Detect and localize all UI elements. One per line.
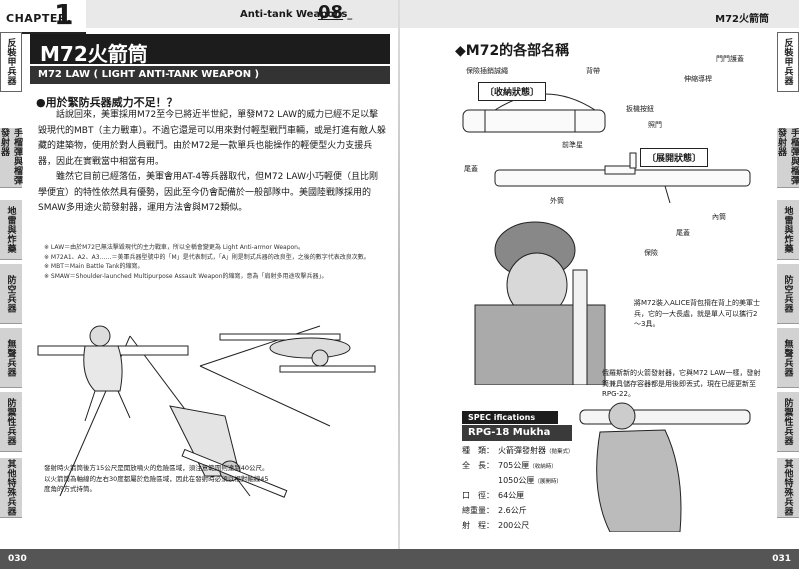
section-heading: ●用於緊防兵器威力不足！？ bbox=[36, 96, 178, 109]
label-safety: 保險 bbox=[644, 249, 658, 257]
tab-mines-right[interactable]: 地雷與炸藥 bbox=[777, 200, 799, 260]
closed-tube bbox=[462, 109, 606, 133]
tab-silent[interactable]: 無聲兵器 bbox=[0, 328, 22, 388]
label-outer-tube: 外筒 bbox=[550, 197, 564, 205]
tab-defensive-right[interactable]: 防禦性兵器 bbox=[777, 392, 799, 452]
paragraph: 雖然它目前已經落伍，美軍會用AT-4等兵器取代，但M72 LAW小巧輕便（且比刚… bbox=[38, 172, 378, 213]
tab-grenades[interactable]: 手榴彈與榴彈發射器 bbox=[0, 128, 22, 188]
soldier-backpack-illustration bbox=[474, 221, 606, 385]
chapter-label: CHAPTER. bbox=[6, 12, 72, 25]
danger-line bbox=[199, 365, 331, 427]
page-number-right: 031 bbox=[772, 554, 791, 564]
state-closed-label: 〔收納狀態〕 bbox=[478, 82, 547, 101]
left-caption: 發射時火箭筒後方15公尺是開放噴火的危險區域，須注意範圍則達到40公尺。以火箭筒… bbox=[44, 464, 269, 493]
launcher-on-back bbox=[572, 269, 588, 385]
chapter-box: CHAPTER. 1 bbox=[0, 0, 86, 34]
footnote: ※ M72A1、A2、A3……＝美軍兵器型號中的「M」是代表制式，「A」則是制式… bbox=[44, 253, 370, 261]
right-caption-1: 將M72裝入ALICE背包揹在背上的美軍士兵，它的一大長處，就是單人可以攜行2～… bbox=[634, 299, 761, 328]
spec-row: 全 長：705公厘（收納時） bbox=[462, 461, 557, 470]
footer-bar bbox=[0, 549, 799, 569]
soldier-head bbox=[608, 402, 636, 430]
label-strap: 背帶 bbox=[586, 67, 600, 75]
spec-row: 1050公厘（展開時） bbox=[498, 476, 562, 485]
tab-air-defense-right[interactable]: 防空兵器 bbox=[777, 264, 799, 324]
chapter-number: 1 bbox=[54, 0, 74, 31]
spec-badge: SPEC ifications bbox=[462, 411, 558, 424]
m72-diagram bbox=[462, 93, 751, 204]
right-header-title: M72火箭筒 bbox=[715, 14, 769, 25]
soldier-legs bbox=[84, 390, 131, 422]
tab-silent-right[interactable]: 無聲兵器 bbox=[777, 328, 799, 388]
paragraph: 話說回來，美軍採用M72至今已將近半世紀，單發M72 LAW的威力已經不足以擊毀… bbox=[38, 110, 386, 167]
soldier-illustration-left bbox=[37, 325, 376, 498]
page-subtitle: M72 LAW ( LIGHT ANTI-TANK WEAPON ) bbox=[30, 66, 390, 84]
soldier-body bbox=[83, 345, 123, 392]
section-number: 08 bbox=[318, 2, 344, 23]
label-end-cap-2: 尾蓋 bbox=[676, 229, 690, 237]
spec-row: 射 程：200公尺 bbox=[462, 521, 530, 530]
body-text: 話說回來，美軍採用M72至今已將近半世紀，單發M72 LAW的威力已經不足以擊毀… bbox=[38, 108, 386, 217]
page-title: M72火箭筒 bbox=[30, 34, 390, 66]
left-tab-strip: 反裝甲兵器 手榴彈與榴彈發射器 地雷與炸藥 防空兵器 無聲兵器 防禦性兵器 其他… bbox=[0, 28, 22, 533]
state-open-label: 〔展開狀態〕 bbox=[640, 148, 709, 167]
page-number-left: 030 bbox=[8, 554, 27, 564]
label-front-sight: 前準星 bbox=[562, 141, 583, 149]
soldier-body bbox=[596, 429, 682, 532]
footnotes: ※ LAW＝由於M72已無法擊毀現代的主力戰車，所以全稱會變更為 Light A… bbox=[44, 243, 390, 281]
tab-anti-armor-right[interactable]: 反裝甲兵器 bbox=[777, 32, 799, 92]
soldier-head bbox=[89, 325, 111, 347]
footnote: ※ LAW＝由於M72已無法擊毀現代的主力戰車，所以全稱會變更為 Light A… bbox=[44, 244, 304, 251]
label-extend-tube: 伸縮導桿 bbox=[684, 75, 712, 83]
footnote: ※ MBT＝Main Battle Tank的縮寫。 bbox=[44, 263, 144, 270]
spec-row: 口 徑：64公厘 bbox=[462, 491, 525, 500]
label-rear-cover: 門門護蓋 bbox=[716, 55, 744, 63]
section-title: Anti-tank Weapons_ bbox=[240, 9, 353, 20]
tab-special[interactable]: 其他特殊兵器 bbox=[0, 458, 22, 518]
right-caption-2: 俄羅斯新的火箭發射器，它與M72 LAW一樣，發射筒兼具儲存容器都是用後即丟式，… bbox=[602, 369, 761, 398]
spec-title: RPG-18 Mukha bbox=[462, 425, 572, 441]
label-sight: 照門 bbox=[648, 121, 662, 129]
spec-row: 種 類：火箭彈發射器（拋棄式） bbox=[462, 446, 574, 455]
tab-grenades-right[interactable]: 手榴彈與榴彈發射器 bbox=[776, 128, 799, 188]
footnote: ※ SMAW＝Shoulder-launched Multipurpose As… bbox=[44, 272, 328, 280]
rpg18-tube bbox=[579, 409, 751, 425]
tab-special-right[interactable]: 其他特殊兵器 bbox=[777, 458, 799, 518]
spec-table: 種 類：火箭彈發射器（拋棄式） 全 長：705公厘（收納時） 1050公厘（展開… bbox=[462, 444, 602, 534]
parts-heading: ◆M72的各部名稱 bbox=[455, 43, 570, 59]
danger-line bbox=[199, 325, 321, 367]
tab-air-defense[interactable]: 防空兵器 bbox=[0, 264, 22, 324]
label-inner-tube: 內筒 bbox=[712, 213, 726, 221]
spec-row: 總重量：2.6公斤 bbox=[462, 506, 527, 515]
tab-mines[interactable]: 地雷與炸藥 bbox=[0, 200, 22, 260]
label-trigger: 扳機按鈕 bbox=[626, 105, 654, 113]
label-end-cap: 尾蓋 bbox=[464, 165, 478, 173]
tab-anti-armor[interactable]: 反裝甲兵器 bbox=[0, 32, 22, 92]
right-tab-strip: 反裝甲兵器 手榴彈與榴彈發射器 地雷與炸藥 防空兵器 無聲兵器 防禦性兵器 其他… bbox=[776, 28, 799, 533]
tab-defensive[interactable]: 防禦性兵器 bbox=[0, 392, 22, 452]
label-safety-pin: 保險插銷誠繩 bbox=[466, 67, 508, 75]
rpg18-soldier-illustration bbox=[579, 402, 751, 532]
gutter bbox=[398, 0, 400, 569]
